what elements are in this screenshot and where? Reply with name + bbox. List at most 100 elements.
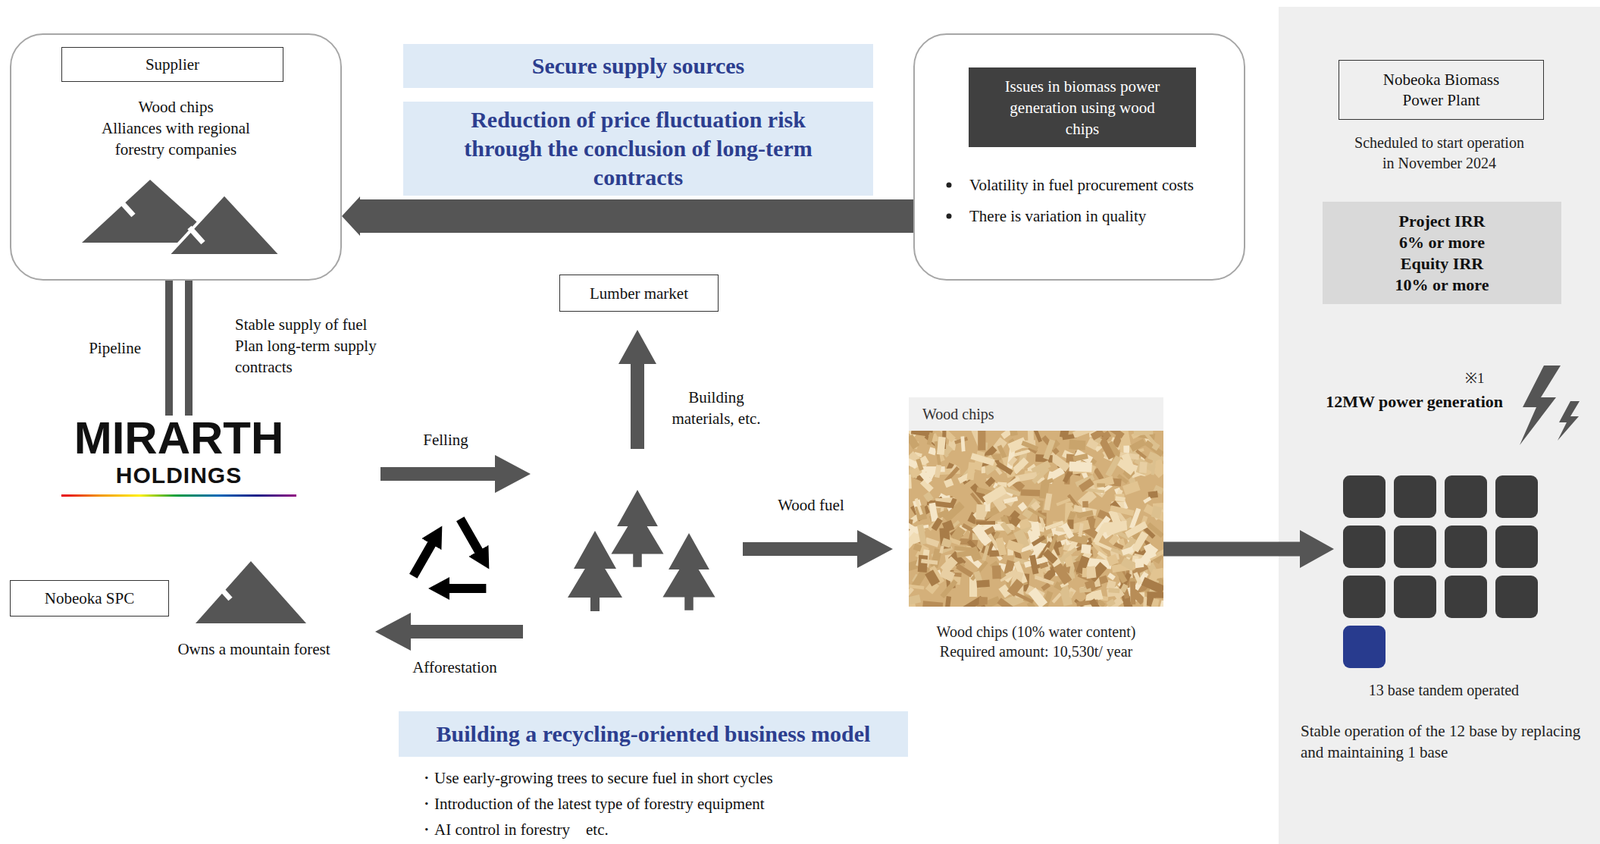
label-slot: ・Use early-growing trees to secure fuel … [418,767,1101,789]
wood-chip [924,569,940,586]
tree-crown [662,532,715,597]
wood-chip [936,436,946,455]
wood-chip [1143,503,1164,522]
wood-chip [1092,475,1115,489]
recycle-arrow [460,518,483,558]
flow-label: Afforestation [386,656,523,678]
caption-text: Owns a mountain forest [162,638,345,660]
wood-chip [1090,430,1105,441]
flow-label: Building materials, etc. [659,386,774,429]
supplier-mountains [81,179,282,256]
wood-chip [1000,521,1012,535]
wood-chip [1030,430,1043,442]
label-slot: Felling [392,428,499,451]
node-text: Project IRR 6% or more [1387,210,1497,254]
label-slot: Wood fuel [757,494,865,516]
wood-chip [921,466,946,472]
tree-trunk [632,552,642,567]
wood-chip [1042,438,1056,460]
spc-box: Nobeoka SPC [9,579,170,617]
wood-chip [1007,578,1024,596]
wood-chip [1029,554,1039,574]
wood-chip [1141,576,1164,594]
supplier-panel: SupplierWood chipsAlliances with regiona… [9,33,342,281]
tree-icon [567,530,623,611]
wood-chip [1142,496,1152,504]
wood-chip [1031,535,1046,547]
wood-chip [908,457,918,469]
wood-chip [985,475,996,487]
wood-fuel-arrow [742,529,893,568]
node-text: Secure supply sources [532,51,746,81]
engine-unit [1343,525,1386,568]
label-slot: Owns a mountain forest [162,638,345,660]
node-text: Required amount: 10,530t/ year [886,641,1187,661]
wood-chip [1052,562,1072,585]
wood-chip [944,595,952,607]
wood-chip [1130,581,1136,605]
wood-chip [1108,533,1121,545]
engine-unit [1393,475,1437,518]
theme-band: Secure supply sources [403,43,874,88]
bullet-item: ・Introduction of the latest type of fore… [418,792,1101,815]
wood-chip [1151,505,1163,519]
engine-unit [1343,625,1386,668]
node-text: Wood chips (10% water content) [886,621,1187,642]
node-text: HOLDINGS [115,462,242,489]
engine-array: 13 base tandem operated [1333,469,1554,705]
wood-chip [1096,482,1106,487]
recycle-symbol [413,518,486,589]
bullet-dot [946,213,952,220]
mountain-notch [216,583,231,599]
wood-chip [996,597,1014,607]
wood-chip [1133,571,1143,585]
photo-ground [908,430,1164,607]
wood-chip [1134,557,1145,568]
connector-shape [341,196,914,236]
mountain-notch [118,198,134,216]
text-slot: Wood chips (10% water content) [886,621,1187,642]
wood-chip [923,491,934,502]
label-slot: ・Introduction of the latest type of fore… [418,792,1101,815]
power-plant-panel: Nobeoka Biomass Power PlantProject IRR 6… [1278,6,1600,844]
wood-chip [1068,439,1086,451]
wood-chip [908,583,924,589]
text-slot: There is variation in quality [969,205,1239,227]
recycle-arrow [441,583,486,593]
wood-chips-figure: Wood chipsWood chips (10% water content)… [908,397,1164,667]
wood-chip [1030,521,1040,537]
wood-chip [1105,596,1125,607]
wood-chip [917,523,927,545]
wood-chip [1042,477,1055,486]
wood-chip [1077,522,1084,537]
wood-chips-photo [908,430,1164,607]
wood-chip [1072,430,1095,439]
node-text: Nobeoka SPC [44,587,135,609]
node-text: Nobeoka Biomass Power Plant [1369,69,1514,111]
node-text: Alliances with regional forestry compani… [85,117,267,160]
node-text: Volatility in fuel procurement costs [969,174,1239,196]
node-text: There is variation in quality [969,205,1239,227]
node-text: MIRARTH [74,415,285,461]
node-text: 13 base tandem operated [1333,679,1554,700]
wood-chip [926,432,934,445]
wood-chip [1085,565,1097,579]
flow-label: Wood fuel [757,494,865,516]
wood-chip [1107,572,1116,580]
wood-chip [995,537,1007,557]
wood-chip [908,594,921,607]
wood-chip [939,544,944,554]
text-slot: Scheduled to start operation in November… [1349,132,1529,174]
engine-unit [1393,575,1437,618]
wood-chip [1078,478,1094,492]
wood-chip [1003,496,1018,504]
node-text: Equity IRR 10% or more [1387,253,1497,296]
wood-chip [1076,510,1093,519]
text-slot: Wood chips [25,96,327,118]
wood-chip [960,435,965,451]
label-slot: Plan long-term supply contracts [234,335,410,378]
node-text: Reduction of price fluctuation risk thro… [441,105,836,192]
wood-chip [1028,587,1048,607]
label-slot: Stable supply of fuel [234,313,417,336]
